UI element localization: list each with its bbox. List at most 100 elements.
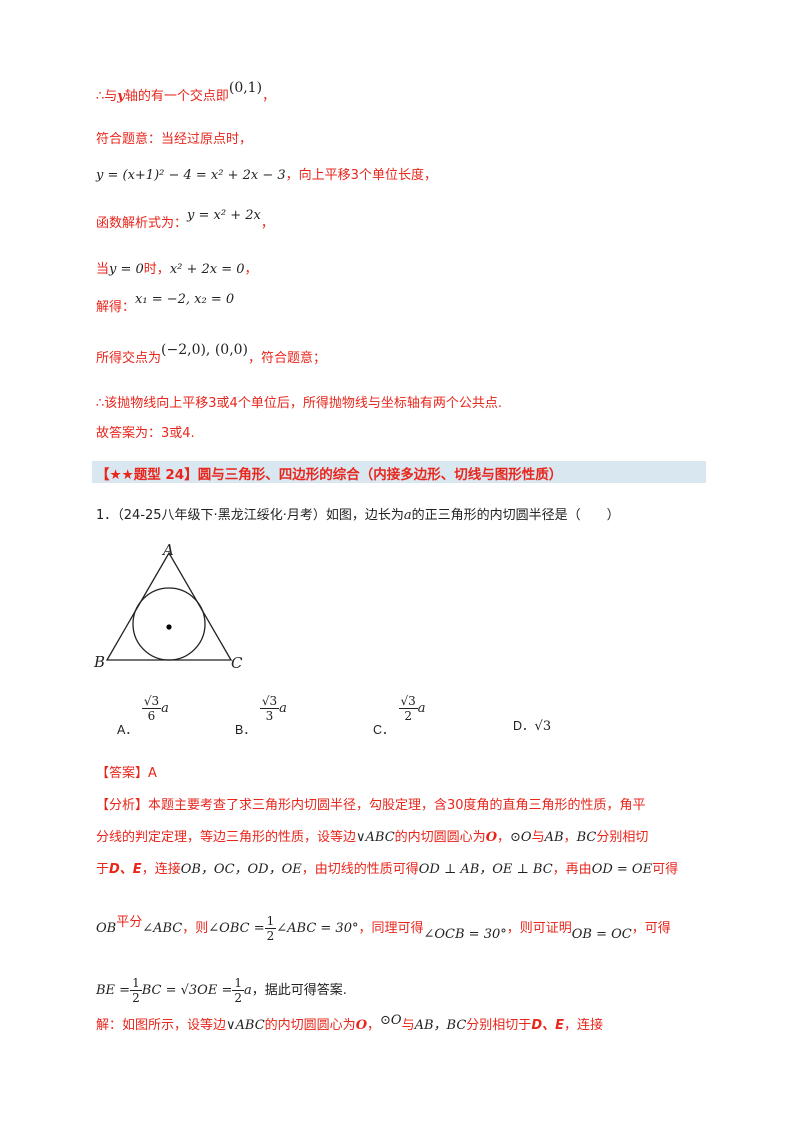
numerator: 1 — [264, 914, 277, 929]
text: 如图，边长为 — [325, 508, 404, 523]
text: 于 — [96, 862, 110, 877]
text: ，则 — [182, 921, 209, 936]
analysis-line-2: 分线的判定定理，等边三角形的性质，设等边∨ABC的内切圆圆心为O，⊙O与AB，B… — [96, 828, 708, 848]
text: 所得交点为 — [96, 351, 162, 366]
equality: OB = OC — [571, 927, 632, 942]
condition: y = 0 — [109, 262, 144, 277]
question-source: （24-25八年级下·黑龙江绥化·月考） — [117, 508, 326, 523]
text: 解：如图所示，设等边 — [96, 1018, 227, 1033]
answer-line: 【答案】A — [96, 764, 708, 784]
solution-line-3: y = (x+1)² − 4 = x² + 2x − 3，向上平移3个单位长度， — [96, 166, 708, 186]
solution-line-9: 故答案为：3或4. — [96, 426, 195, 441]
solution-line-2: 符合题意：当经过原点时， — [96, 132, 253, 147]
analysis-line-3: 于D、E，连接OB，OC，OD，OE，由切线的性质可得OD ⊥ AB，OE ⊥ … — [96, 860, 708, 880]
center-point — [166, 624, 172, 630]
option-label: B． — [235, 723, 256, 737]
text: ， — [244, 262, 258, 277]
numerator: √3 — [259, 694, 280, 709]
denominator: 2 — [132, 991, 140, 1005]
segment-bc: BC — [576, 830, 597, 845]
text: 可得 — [652, 862, 679, 877]
solution-line-5: 当y = 0时，x² + 2x = 0， — [96, 260, 708, 280]
angle-ocb: ∠OCB = 30° — [423, 927, 507, 942]
question-number: 1． — [96, 508, 118, 523]
equation: (−2,0), (0,0) — [161, 342, 249, 358]
solution-line-7: 所得交点为(−2,0), (0,0)，符合题意； — [96, 342, 708, 369]
text: 分别相切 — [596, 830, 649, 845]
var-a: a — [279, 701, 287, 716]
option-value: √3 — [534, 719, 552, 734]
text: ， — [367, 1018, 381, 1033]
var-a: a — [244, 983, 252, 998]
var-a: a — [417, 701, 426, 716]
solution-line-6: 解得：x₁ = −2, x₂ = 0 — [96, 292, 708, 318]
section-header: 【★★题型 24】圆与三角形、四边形的综合（内接多边形、切线与图形性质） — [92, 461, 706, 483]
text: ，连接 — [563, 1018, 603, 1033]
var-o: O — [355, 1018, 368, 1033]
text: ，同理可得 — [358, 921, 424, 936]
triangle-figure: A B C — [93, 541, 243, 672]
var-y: y — [117, 89, 125, 104]
question-stem: 1．（24-25八年级下·黑龙江绥化·月考）如图，边长为a的正三角形的内切圆半径… — [96, 506, 708, 526]
text: 轴的有一个交点即 — [124, 89, 229, 104]
text: ， — [563, 830, 577, 845]
option-label: D． — [513, 719, 535, 733]
text: ，再由 — [552, 862, 592, 877]
text: 的正三角形的内切圆半径是（ ） — [411, 508, 620, 523]
segment-ab: AB — [544, 830, 564, 845]
denominator: 2 — [404, 709, 412, 723]
solution-line-8: ∴该抛物线向上平移3或4个单位后，所得抛物线与坐标轴有两个公共点. — [96, 396, 502, 411]
angle-obc: ∠OBC = — [208, 921, 265, 936]
points-de: D、E — [109, 862, 142, 877]
text: 分别相切于 — [466, 1018, 532, 1033]
text: ，据此可得答案. — [251, 983, 347, 998]
var-o: O — [485, 830, 498, 845]
text: 与 — [531, 830, 545, 845]
equation: x² + 2x = 0 — [169, 262, 245, 277]
triangle-abc: ∨ABC — [356, 830, 395, 845]
option-d[interactable]: D．√3 — [513, 715, 551, 734]
segments: AB，BC — [414, 1018, 467, 1033]
numerator: √3 — [141, 694, 162, 709]
equality: OD = OE — [591, 862, 653, 877]
text: ，则可证明 — [506, 921, 572, 936]
section-title: 【★★题型 24】圆与三角形、四边形的综合（内接多边形、切线与图形性质） — [96, 467, 563, 483]
analysis-line-1: 【分析】本题主要考查了求三角形内切圆半径，勾股定理，含30度角的直角三角形的性质… — [96, 798, 646, 813]
text: ，连接 — [141, 862, 181, 877]
vertex-label-a: A — [161, 541, 174, 559]
text: ， — [262, 89, 276, 104]
incircle — [132, 587, 206, 661]
equation: BC = √3OE = — [141, 983, 233, 998]
var-a: a — [161, 701, 169, 716]
text: ，符合题意； — [248, 351, 327, 366]
text: 分线的判定定理，等边三角形的性质，设等边 — [96, 830, 357, 845]
angle-abc: ∠ABC — [142, 921, 183, 936]
point: (0,1) — [228, 80, 263, 96]
perpendiculars: OD ⊥ AB，OE ⊥ BC — [418, 862, 553, 877]
text: 解得： — [96, 300, 136, 315]
segment-ob: OB — [96, 921, 117, 936]
text: 当 — [96, 262, 110, 277]
equation: y = (x+1)² − 4 = x² + 2x − 3 — [96, 168, 286, 183]
text: 的内切圆圆心为 — [264, 1018, 356, 1033]
circle-o: ⊙O — [510, 830, 532, 845]
triangle-abc: ∨ABC — [226, 1018, 265, 1033]
numerator: 1 — [130, 976, 142, 991]
equation: x₁ = −2, x₂ = 0 — [135, 292, 235, 307]
text: ，向上平移3个单位长度， — [285, 168, 437, 183]
solution-line: 解：如图所示，设等边∨ABC的内切圆圆心为O，⊙O与AB，BC分别相切于D、E，… — [96, 1013, 708, 1036]
text: 与 — [401, 1018, 415, 1033]
equation: y = x² + 2x — [187, 208, 261, 223]
angle-value: ∠ABC = 30° — [276, 921, 359, 936]
denominator: 3 — [265, 709, 274, 723]
text: ， — [260, 216, 274, 231]
circle-o: ⊙O — [380, 1013, 402, 1028]
